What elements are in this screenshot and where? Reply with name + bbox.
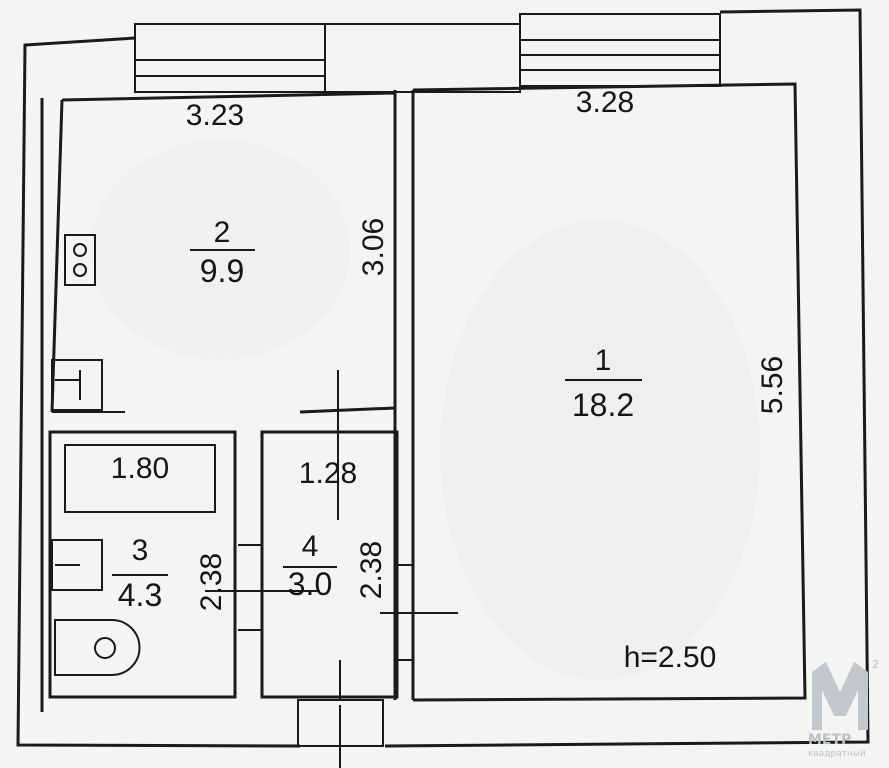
wall-pier xyxy=(324,23,521,93)
dimension-room-1-width: 3.28 xyxy=(576,86,634,119)
bathtub-icon xyxy=(64,444,216,513)
room-4-area: 3.0 xyxy=(288,566,332,602)
dimension-room-4-width: 1.28 xyxy=(299,457,357,490)
dimension-room-1-depth: 5.56 xyxy=(756,356,789,414)
dimension-bathtub-length: 1.80 xyxy=(111,452,169,485)
watermark-superscript: 2 xyxy=(872,658,879,671)
sink-icon xyxy=(51,359,103,411)
watermark-tagline: квадратный xyxy=(808,749,866,759)
partition-wall xyxy=(393,90,415,700)
outer-wall xyxy=(16,8,870,748)
stove-icon xyxy=(64,234,96,286)
room-3-label: 3 4.3 xyxy=(112,534,168,613)
room-1-number: 1 xyxy=(595,344,612,377)
room-1-walls xyxy=(412,82,807,702)
room-2-label: 2 9.9 xyxy=(190,216,255,289)
room-3-area: 4.3 xyxy=(118,577,162,613)
room-3-walls xyxy=(48,430,237,699)
room-4-walls xyxy=(238,430,413,699)
paper-texture xyxy=(90,140,760,680)
dimension-room-4-depth: 2.38 xyxy=(355,541,388,599)
room-2-number: 2 xyxy=(214,216,231,249)
room-2-area: 9.9 xyxy=(200,253,244,289)
room-4-label: 4 3.0 xyxy=(283,530,337,602)
entrance-door xyxy=(297,699,384,768)
room-4-number: 4 xyxy=(302,530,319,563)
watermark-brand: МЕТР xyxy=(808,732,851,748)
dimension-room-2-depth: 3.06 xyxy=(357,218,390,276)
toilet-icon xyxy=(54,619,141,676)
window-room-1 xyxy=(519,13,721,87)
dimension-room-2-width: 3.23 xyxy=(186,99,244,132)
watermark-logo: 2 МЕТР квадратный xyxy=(808,658,879,759)
room-1-area: 18.2 xyxy=(572,387,634,423)
room-3-number: 3 xyxy=(132,534,149,567)
section-lines xyxy=(205,370,458,700)
ceiling-height-label: h=2.50 xyxy=(624,641,717,674)
room-1-label: 1 18.2 xyxy=(565,344,642,423)
washbasin-icon xyxy=(51,539,103,591)
dimension-room-3-depth: 2.38 xyxy=(195,553,228,611)
window-room-2 xyxy=(134,23,326,93)
